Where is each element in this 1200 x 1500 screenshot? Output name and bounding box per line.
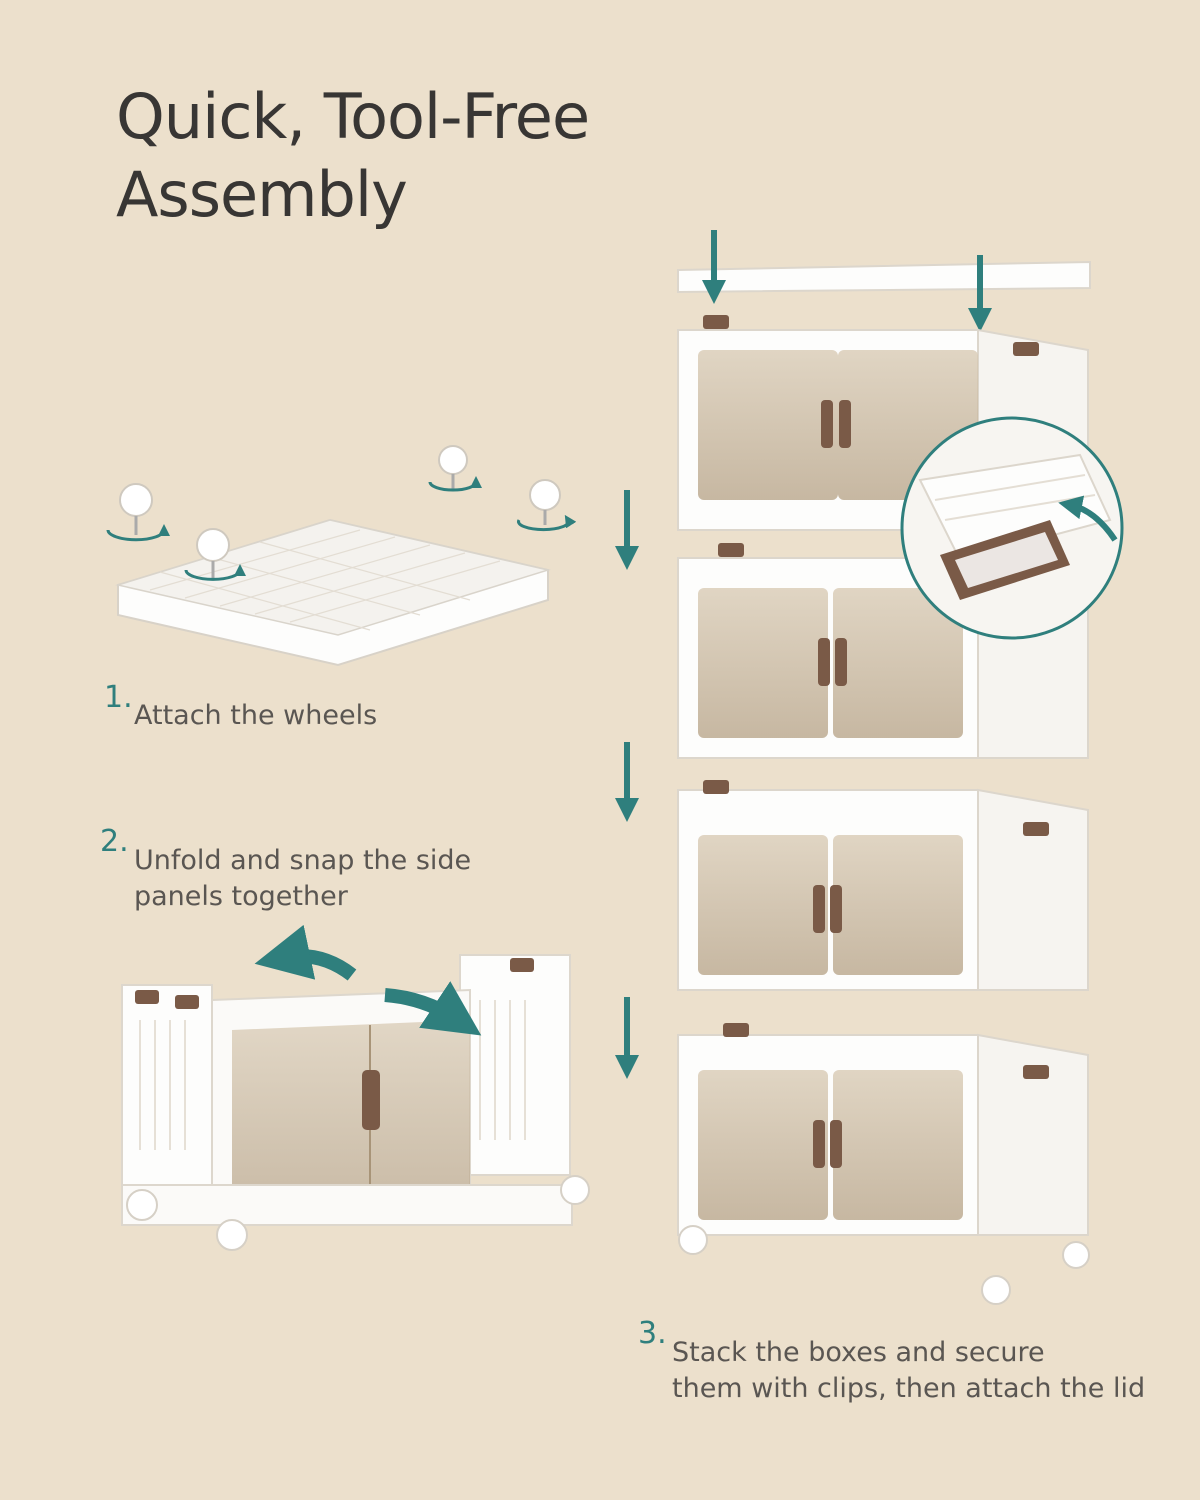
step-1-number: 1.	[104, 680, 133, 715]
wheel-icon	[517, 479, 577, 532]
storage-box	[677, 1023, 1090, 1305]
step-3-line-2: them with clips, then attach the lid	[672, 1373, 1146, 1404]
down-arrow-icon	[702, 230, 992, 332]
base-tray-illustration	[115, 518, 551, 667]
title-line-1: Quick, Tool-Free	[116, 80, 590, 153]
wheel-icon	[184, 528, 246, 581]
clip-detail-inset	[900, 416, 1124, 640]
step-2-line-1: Unfold and snap the side	[134, 845, 472, 876]
lid-illustration	[677, 260, 1091, 294]
step-2-text: Unfold and snap the side panels together	[134, 843, 471, 915]
step-1-text: Attach the wheels	[134, 698, 377, 734]
step-2-number: 2.	[100, 824, 129, 859]
storage-box	[677, 780, 1089, 991]
wheel-icon	[106, 483, 170, 542]
title-line-2: Assembly	[116, 158, 408, 231]
page-title: Quick, Tool-Free Assembly	[116, 78, 716, 234]
wheel-icon	[428, 445, 482, 492]
step-3-number: 3.	[638, 1316, 667, 1351]
step-3-text: Stack the boxes and secure them with cli…	[672, 1335, 1145, 1407]
step-3-line-1: Stack the boxes and secure	[672, 1337, 1045, 1368]
step-2-line-2: panels together	[134, 881, 348, 912]
unfolding-box-illustration	[121, 924, 590, 1251]
step-1-line-1: Attach the wheels	[134, 700, 378, 731]
